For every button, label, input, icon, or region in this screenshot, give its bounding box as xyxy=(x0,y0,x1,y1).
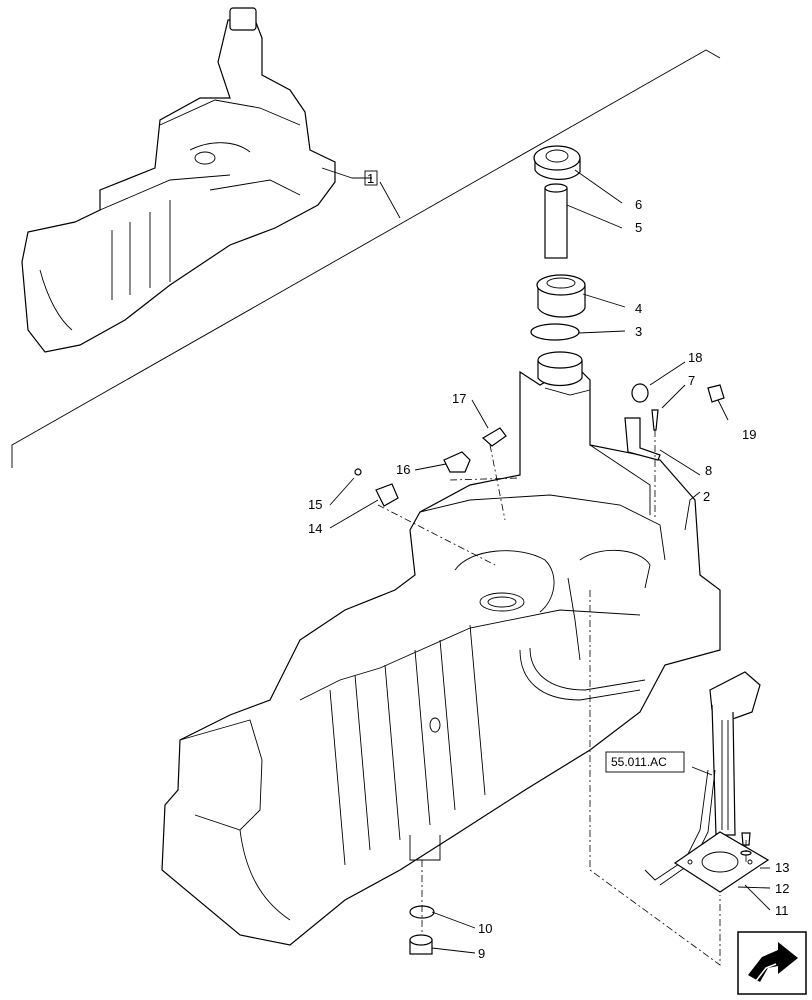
part-18-clamp xyxy=(631,383,649,403)
inset-separator-line xyxy=(11,49,721,468)
part-fuel-cap xyxy=(533,145,581,180)
part-filler-adapter xyxy=(536,274,586,318)
next-page-arrow-icon[interactable] xyxy=(737,931,807,995)
part-17-fitting xyxy=(481,427,507,447)
callout-11[interactable]: 11 xyxy=(775,903,789,918)
callout-9[interactable]: 9 xyxy=(478,946,485,961)
callout-13[interactable]: 13 xyxy=(775,860,789,875)
tank-filler-neck xyxy=(537,351,583,387)
part-o-ring xyxy=(530,323,580,341)
callout-5[interactable]: 5 xyxy=(635,220,642,235)
callout-19[interactable]: 19 xyxy=(742,427,756,442)
part-15-screw xyxy=(354,468,362,476)
fuel-tank xyxy=(161,364,721,946)
callout-14[interactable]: 14 xyxy=(308,521,322,536)
fuel-sender-unit xyxy=(644,671,770,893)
part-16-elbow xyxy=(443,451,471,473)
part-14-clip xyxy=(375,483,399,507)
callout-10[interactable]: 10 xyxy=(478,921,492,936)
callout-4[interactable]: 4 xyxy=(635,301,642,316)
reference-label-box xyxy=(605,751,685,773)
reference-label[interactable]: 55.011.AC xyxy=(611,755,667,769)
callout-17[interactable]: 17 xyxy=(452,391,466,406)
callout-8[interactable]: 8 xyxy=(705,463,712,478)
callout-box-1 xyxy=(364,170,378,186)
part-19-clip xyxy=(707,384,725,403)
callout-3[interactable]: 3 xyxy=(635,324,642,339)
part-filler-tube xyxy=(544,183,568,259)
part-8-bracket xyxy=(624,417,661,461)
callout-18[interactable]: 18 xyxy=(688,350,702,365)
callout-7[interactable]: 7 xyxy=(688,373,695,388)
callout-2[interactable]: 2 xyxy=(703,489,710,504)
callout-12[interactable]: 12 xyxy=(775,881,789,896)
part-9-drain-plug xyxy=(409,934,433,955)
part-13-bolt xyxy=(741,832,751,846)
callout-16[interactable]: 16 xyxy=(396,462,410,477)
callout-6[interactable]: 6 xyxy=(635,197,642,212)
inset-tank-view xyxy=(21,7,336,353)
part-7-screw xyxy=(651,409,659,431)
callout-1[interactable]: 1 xyxy=(367,171,374,186)
callout-15[interactable]: 15 xyxy=(308,497,322,512)
